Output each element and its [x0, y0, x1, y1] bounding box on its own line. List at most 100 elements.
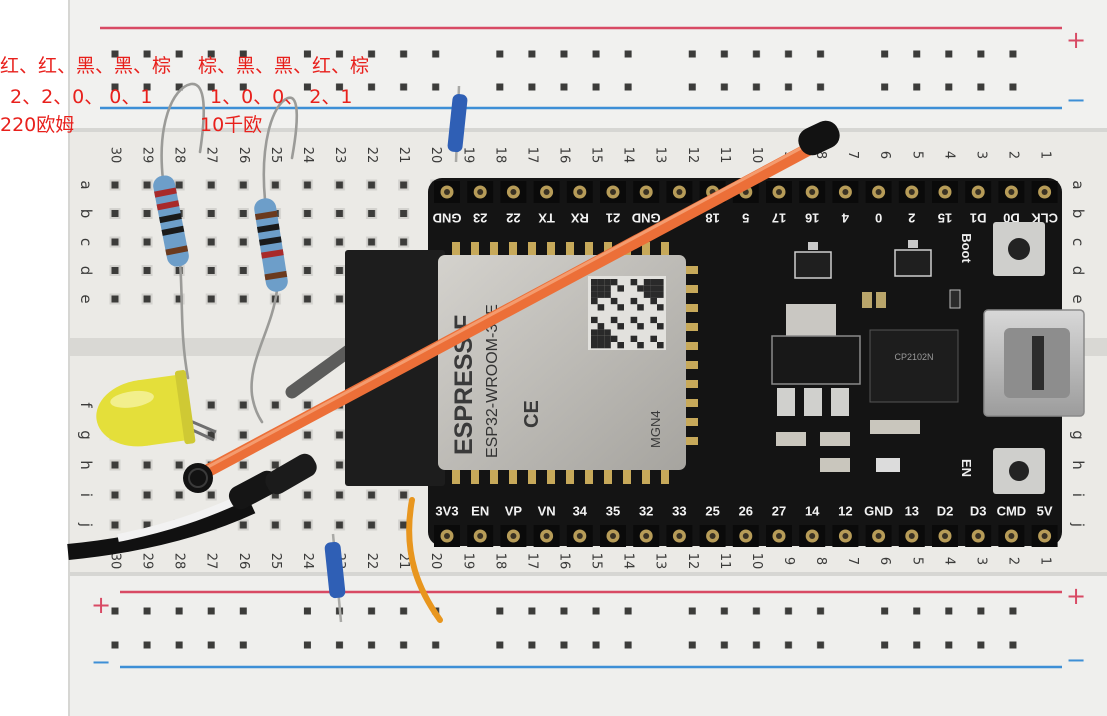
header-pin-hole-top — [477, 189, 484, 195]
column-number-top: 26 — [236, 147, 251, 164]
qr-code-cell — [650, 335, 657, 342]
qr-code-cell — [650, 316, 657, 324]
module-pad-right — [684, 361, 698, 369]
smd-part-4 — [820, 458, 850, 472]
transistor-left-leg — [808, 242, 818, 250]
orange-jumper-end-top — [798, 120, 840, 156]
header-pin-hole-bottom — [610, 533, 616, 539]
module-pad-right — [684, 418, 698, 426]
qr-code-cell — [657, 304, 664, 311]
header-pin-hole-bottom — [842, 533, 849, 539]
module-pad-right — [684, 399, 698, 407]
white-cable — [117, 494, 244, 542]
module-pad-bottom — [547, 470, 555, 484]
column-number-top: 10 — [749, 147, 764, 164]
resistor-220-bottom-lead — [178, 260, 190, 380]
module-pad-bottom — [661, 470, 669, 484]
qr-code-cell — [610, 335, 618, 342]
pin-label-top: 5 — [742, 211, 749, 226]
orange-jumper-wire — [191, 135, 829, 483]
ce-mark: CE — [521, 400, 543, 428]
column-number-top: 15 — [589, 147, 604, 164]
annotation-10k-value: 10千欧 — [200, 114, 262, 136]
qr-code-cell — [657, 323, 664, 330]
header-pin-hole-bottom — [875, 533, 882, 539]
column-number-bottom: 22 — [364, 553, 379, 570]
row-letter-j: j — [1069, 522, 1087, 527]
qr-code-cell — [597, 342, 605, 349]
qr-code-cell — [591, 297, 598, 305]
pin-label-top: 0 — [875, 211, 882, 226]
pin-label-top: RX — [570, 211, 588, 226]
header-pin-hole-bottom — [709, 533, 716, 539]
module-pad-top — [642, 242, 650, 256]
pin-label-top: 16 — [805, 211, 819, 226]
column-number-top: 18 — [492, 147, 507, 164]
row-letter-a: a — [1069, 180, 1087, 189]
row-letter-h: h — [1069, 460, 1087, 470]
boot-button-label: Boot — [959, 233, 974, 263]
row-letter-a: a — [77, 180, 95, 189]
column-number-top: 17 — [524, 147, 539, 164]
pin-label-top: 23 — [473, 211, 487, 226]
pin-label-bottom: 25 — [705, 504, 719, 519]
row-letter-i: i — [1069, 493, 1087, 497]
header-pin-hole-bottom — [1041, 533, 1048, 539]
voltage-regulator-body — [771, 335, 861, 385]
module-pad-bottom — [642, 470, 650, 484]
annotation-220-color-bands: 红、红、黑、黑、棕 — [0, 55, 171, 77]
orange-jumper-highlight — [204, 138, 818, 470]
header-pin-hole-top — [842, 189, 849, 195]
module-pad-right — [684, 437, 698, 445]
header-pin-hole-top — [444, 189, 450, 195]
qr-code-cell — [591, 279, 598, 286]
qr-code-cell — [657, 291, 664, 298]
qr-code-cell — [637, 323, 644, 330]
header-pin-hole-bottom — [742, 533, 749, 539]
module-pad-top — [547, 242, 555, 256]
blue-jumper-bottom — [324, 541, 346, 599]
header-pin-hole-bottom — [908, 533, 915, 539]
pin-label-bottom: 32 — [639, 504, 653, 519]
qr-code-cell — [597, 304, 605, 311]
module-pad-bottom — [585, 470, 593, 484]
column-number-top: 24 — [300, 147, 315, 164]
boot-button-cap — [1008, 238, 1030, 260]
resistor-220-top-lead — [160, 82, 206, 182]
column-number-bottom: 11 — [717, 553, 732, 570]
qr-code-cell — [643, 285, 651, 292]
header-pin-hole-top — [510, 189, 517, 195]
column-number-top: 21 — [396, 147, 411, 164]
qr-code-cell — [604, 279, 611, 286]
resistor-10k-band-4 — [261, 249, 284, 259]
module-pad-top — [490, 242, 498, 256]
pin-label-bottom: EN — [471, 504, 489, 519]
voltage-regulator-tab — [786, 304, 836, 340]
column-number-top: 4 — [941, 151, 956, 159]
column-number-top: 8 — [813, 151, 828, 159]
qr-code-cell — [591, 335, 598, 342]
pin-label-bottom: 14 — [805, 504, 820, 519]
header-pin-hole-bottom — [576, 533, 583, 539]
column-number-top: 7 — [845, 151, 860, 159]
pin-label-bottom: 5V — [1037, 504, 1053, 519]
row-letter-j: j — [77, 522, 95, 527]
bottom-rail-plus-sign-left: + — [91, 591, 111, 619]
usb-uart-chip-label: CP2102N — [894, 352, 933, 362]
qr-code-cell — [610, 279, 618, 286]
header-pin-hole-bottom — [676, 533, 683, 539]
smd-part-1 — [776, 432, 806, 446]
pin-label-top: 4 — [841, 211, 849, 226]
module-pad-top — [471, 242, 479, 256]
module-pad-top — [528, 242, 536, 256]
transistor-left — [794, 251, 832, 279]
header-pin-hole-top — [942, 189, 948, 195]
qr-code-cell — [643, 279, 651, 286]
qr-code-cell — [610, 297, 618, 305]
resistor-220-band-3 — [159, 213, 182, 224]
column-number-top: 30 — [108, 147, 123, 164]
column-number-top: 12 — [685, 147, 700, 164]
cable-connector-2 — [265, 453, 317, 495]
qr-code-cell — [591, 329, 598, 336]
module-pad-top — [604, 242, 612, 256]
